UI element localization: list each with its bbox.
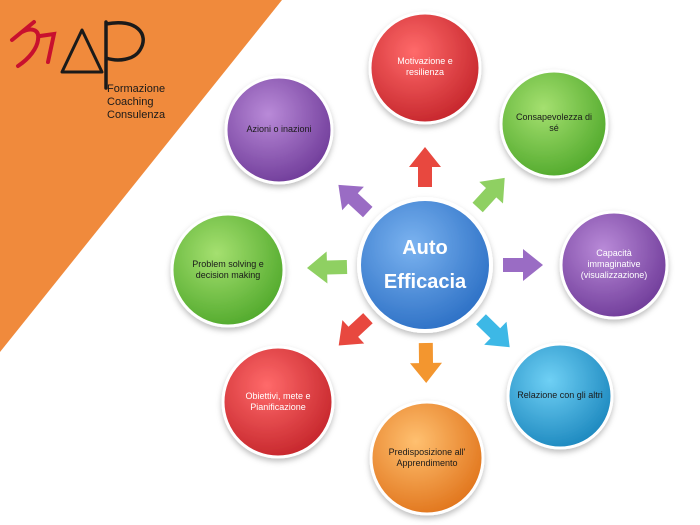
logo-tagline: Formazione Coaching Consulenza (107, 83, 165, 122)
center-circle (357, 197, 493, 333)
logo-p-glyph (104, 20, 145, 90)
center-label: Auto Efficacia (360, 220, 490, 310)
logo-line-1: Formazione (107, 83, 166, 95)
arrow-capacita (503, 249, 543, 281)
node-circle-relazione (506, 342, 614, 450)
node-label-consapevolezza: Consapevolezza di sé (515, 112, 593, 133)
arrow-problem (307, 251, 348, 284)
node-circle-problem (170, 212, 286, 328)
logo-a-glyph (60, 28, 104, 74)
arrow-consapevolezza (472, 177, 505, 213)
node-label-obiettivi: Obiettivi, mete e Pianificazione (245, 391, 311, 412)
node-label-azioni: Azioni o inazioni (246, 123, 312, 134)
logo-h-glyph (10, 20, 57, 68)
center-line-2: Efficacia (383, 271, 467, 293)
arrow-predisposizione (410, 342, 442, 383)
node-label-capacita: Capacità immaginative (visualizzazione) (580, 247, 648, 280)
node-label-predisposizione: Predisposizione all' Apprendimento (388, 447, 466, 468)
arrow-relazione (476, 314, 510, 348)
node-circle-predisposizione (369, 400, 485, 516)
arrow-motivazione (409, 147, 441, 187)
node-circle-azioni (224, 75, 334, 185)
center-line-1: Auto (402, 237, 448, 259)
node-label-relazione: Relazione con gli altri (517, 389, 603, 400)
node-label-problem: Problem solving e decision making (192, 259, 264, 280)
node-label-motivazione: Motivazione e resilienza (397, 56, 453, 77)
hap-logo (10, 20, 145, 90)
logo-line-3: Consulenza (107, 109, 166, 121)
logo-line-2: Coaching (107, 96, 154, 108)
arrow-obiettivi (338, 313, 373, 346)
node-circle-consapevolezza (499, 69, 609, 179)
node-circle-capacita (559, 210, 669, 320)
node-circle-obiettivi (221, 345, 335, 459)
node-circle-motivazione (368, 11, 482, 125)
arrow-azioni (338, 184, 373, 218)
